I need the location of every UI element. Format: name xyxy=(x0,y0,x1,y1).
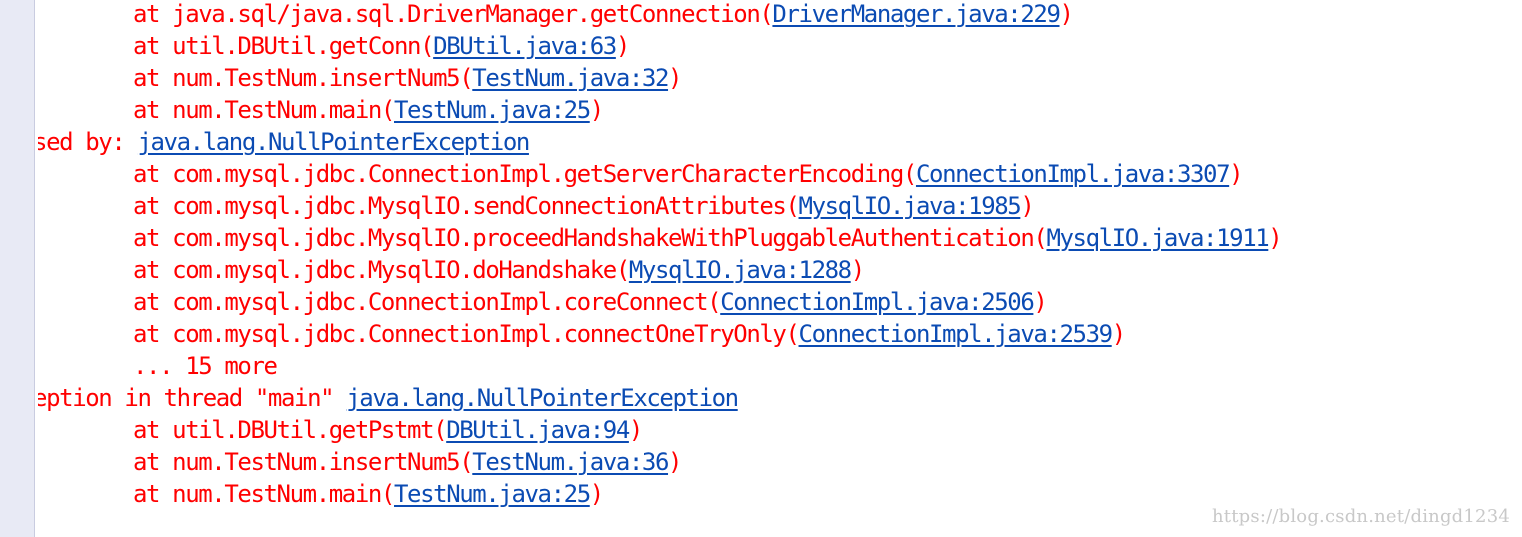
source-link[interactable]: TestNum.java:36 xyxy=(472,448,669,476)
frame-text-close: ) xyxy=(1020,192,1034,220)
caused-by-line: used by: java.lang.NullPointerException xyxy=(38,126,1522,158)
frame-text-close: ) xyxy=(850,256,865,284)
frame-text: at num.TestNum.main( xyxy=(133,96,395,124)
stack-frame-line: at num.TestNum.main(TestNum.java:25) xyxy=(38,94,1522,126)
stack-frame-line: at num.TestNum.insertNum5(TestNum.java:3… xyxy=(38,446,1522,478)
frame-text-close: ) xyxy=(668,64,682,92)
source-link[interactable]: TestNum.java:25 xyxy=(394,96,591,124)
frame-text: at com.mysql.jdbc.MysqlIO.doHandshake( xyxy=(133,256,630,284)
stack-frame-line: at com.mysql.jdbc.ConnectionImpl.getServ… xyxy=(38,158,1522,190)
frame-text-close: ) xyxy=(589,480,604,508)
frame-text: at com.mysql.jdbc.MysqlIO.proceedHandsha… xyxy=(133,224,1048,252)
stack-frame-line: at util.DBUtil.getPstmt(DBUtil.java:94) xyxy=(38,414,1522,446)
frame-text: at num.TestNum.insertNum5( xyxy=(133,448,474,476)
exception-header-label: ception in thread "main" xyxy=(38,384,347,412)
stack-frame-line: at com.mysql.jdbc.MysqlIO.proceedHandsha… xyxy=(38,222,1522,254)
source-link[interactable]: DBUtil.java:94 xyxy=(446,416,630,444)
frame-text: at java.sql/java.sql.DriverManager.getCo… xyxy=(133,0,774,28)
frame-text-close: ) xyxy=(668,448,682,476)
more-frames-text: ... 15 more xyxy=(133,352,278,380)
frame-text-close: ) xyxy=(1111,320,1126,348)
source-link[interactable]: MysqlIO.java:1911 xyxy=(1046,224,1269,252)
frame-text-close: ) xyxy=(589,96,604,124)
frame-text-close: ) xyxy=(1059,0,1074,28)
frame-text-close: ) xyxy=(1229,160,1243,188)
caused-by-label: used by: xyxy=(38,128,126,156)
stack-frame-line: at num.TestNum.insertNum5(TestNum.java:3… xyxy=(38,62,1522,94)
stack-frame-line: at com.mysql.jdbc.MysqlIO.doHandshake(My… xyxy=(38,254,1522,286)
stack-frame-line: at com.mysql.jdbc.ConnectionImpl.coreCon… xyxy=(38,286,1522,318)
stack-frame-line: at num.TestNum.main(TestNum.java:25) xyxy=(38,478,1522,510)
exception-link[interactable]: java.lang.NullPointerException xyxy=(346,384,739,412)
editor-gutter xyxy=(0,0,35,537)
frame-text-close: ) xyxy=(1268,224,1282,252)
stack-frame-line: at com.mysql.jdbc.MysqlIO.sendConnection… xyxy=(38,190,1522,222)
source-link[interactable]: ConnectionImpl.java:3307 xyxy=(915,160,1231,188)
frame-text: at util.DBUtil.getPstmt( xyxy=(133,416,448,444)
frame-text: at num.TestNum.main( xyxy=(133,480,395,508)
stack-frame-line: at util.DBUtil.getConn(DBUtil.java:63) xyxy=(38,30,1522,62)
frame-text-close: ) xyxy=(628,416,643,444)
source-link[interactable]: TestNum.java:25 xyxy=(394,480,591,508)
frame-text-close: ) xyxy=(615,32,630,60)
source-link[interactable]: ConnectionImpl.java:2506 xyxy=(720,288,1035,316)
more-frames-line: ... 15 more xyxy=(38,350,1522,382)
source-link[interactable]: DriverManager.java:229 xyxy=(772,0,1060,28)
source-link[interactable]: TestNum.java:32 xyxy=(472,64,669,92)
exception-link[interactable]: java.lang.NullPointerException xyxy=(137,128,530,156)
watermark: https://blog.csdn.net/dingd1234 xyxy=(1212,506,1510,527)
frame-text: at com.mysql.jdbc.ConnectionImpl.coreCon… xyxy=(133,288,722,316)
console-output[interactable]: at java.sql/java.sql.DriverManager.getCo… xyxy=(38,0,1522,537)
frame-text: at com.mysql.jdbc.ConnectionImpl.connect… xyxy=(133,320,800,348)
source-link[interactable]: ConnectionImpl.java:2539 xyxy=(798,320,1114,348)
source-link[interactable]: MysqlIO.java:1288 xyxy=(628,256,852,284)
frame-text: at com.mysql.jdbc.MysqlIO.sendConnection… xyxy=(133,192,800,220)
source-link[interactable]: DBUtil.java:63 xyxy=(433,32,617,60)
frame-text: at num.TestNum.insertNum5( xyxy=(133,64,474,92)
frame-text-close: ) xyxy=(1033,288,1047,316)
exception-header-line: ception in thread "main" java.lang.NullP… xyxy=(38,382,1522,414)
frame-text: at com.mysql.jdbc.ConnectionImpl.getServ… xyxy=(133,160,917,188)
stack-frame-line: at com.mysql.jdbc.ConnectionImpl.connect… xyxy=(38,318,1522,350)
frame-text: at util.DBUtil.getConn( xyxy=(133,32,435,60)
source-link[interactable]: MysqlIO.java:1985 xyxy=(798,192,1022,220)
stack-frame-line: at java.sql/java.sql.DriverManager.getCo… xyxy=(38,0,1522,30)
